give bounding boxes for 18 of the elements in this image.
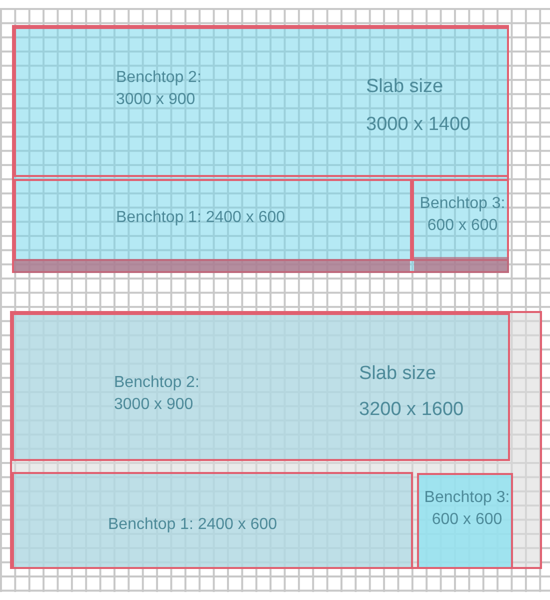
benchtop-label: Benchtop 3: 600 x 600 <box>418 194 506 236</box>
slab-size-heading: Slab size <box>366 76 444 98</box>
slab-outline <box>12 25 509 273</box>
benchtop-label: Benchtop 2: 3000 x 900 <box>116 68 202 110</box>
slab-dimensions: 3200 x 1600 <box>359 399 464 421</box>
benchtop-rect <box>12 313 510 461</box>
slab-dimensions: 3000 x 1400 <box>366 114 471 136</box>
benchtop-rect <box>417 473 513 569</box>
offcut-strip <box>414 257 509 273</box>
slab-size-heading: Slab size <box>359 363 436 385</box>
benchtop-label: Benchtop 1: 2400 x 600 <box>108 515 278 535</box>
benchtop-rect <box>12 472 413 569</box>
offcut-strip <box>14 259 410 273</box>
benchtop-rect <box>14 27 509 177</box>
benchtop-label: Benchtop 1: 2400 x 600 <box>116 208 286 228</box>
benchtop-label: Benchtop 2: 3000 x 900 <box>114 373 200 415</box>
slab-outline <box>10 311 542 569</box>
benchtop-label: Benchtop 3: 600 x 600 <box>423 488 511 530</box>
